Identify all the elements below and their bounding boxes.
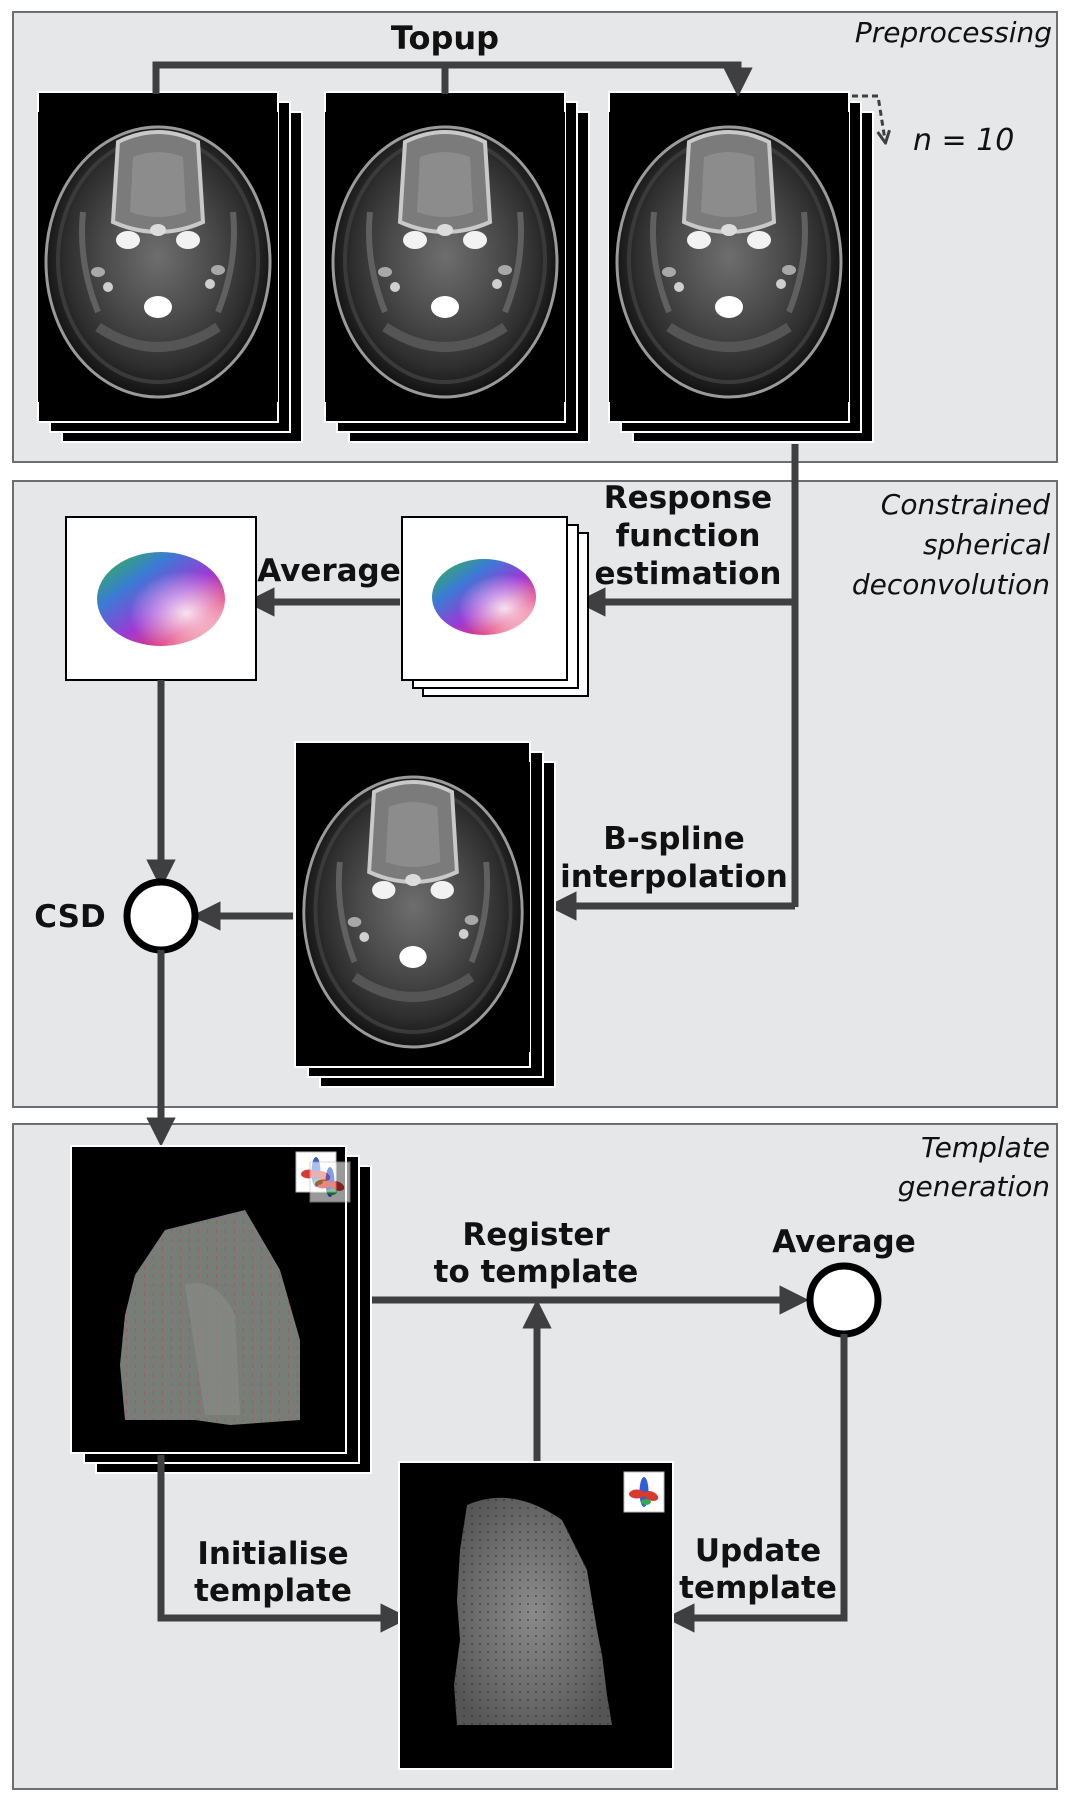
label-average-top: Average [257,553,401,589]
label-response-2: function [616,518,761,554]
section-title-template-2: generation [898,1170,1050,1203]
label-topup: Topup [391,19,499,57]
fod-template-image [398,1461,674,1770]
n-dashed-arrow [852,94,885,140]
csd-node [123,878,199,954]
label-register-1: Register [462,1217,610,1253]
label-initialise-1: Initialise [197,1536,348,1572]
interpolated-stack [295,741,556,1088]
label-response-3: estimation [595,556,782,592]
label-update-2: template [679,1570,837,1606]
label-register-2: to template [434,1254,639,1290]
fod-subject-stack [70,1145,372,1474]
average-node [806,1262,882,1338]
section-title-csd-3: deconvolution [852,568,1050,601]
section-title-preprocessing: Preprocessing [855,16,1052,49]
label-n: n = 10 [913,123,1014,158]
label-average-bottom: Average [772,1224,916,1260]
response-stack [401,516,589,697]
mri-stack-1 [38,91,303,443]
label-csd: CSD [34,899,105,935]
label-initialise-2: template [194,1573,352,1609]
label-bspline-1: B-spline [603,821,744,857]
mri-stack-2 [325,91,590,443]
section-title-template-1: Template [921,1131,1050,1164]
mri-stack-3 [609,91,874,443]
section-title-csd-2: spherical [923,528,1050,561]
update-template-arrow [665,1334,848,1633]
average-response [65,516,257,681]
topup-arrow [152,61,753,97]
label-update-1: Update [695,1533,821,1569]
label-response-1: Response [604,480,772,516]
initialise-template-arrow [157,1455,410,1633]
label-bspline-2: interpolation [560,859,788,895]
section-title-csd-1: Constrained [881,488,1050,521]
